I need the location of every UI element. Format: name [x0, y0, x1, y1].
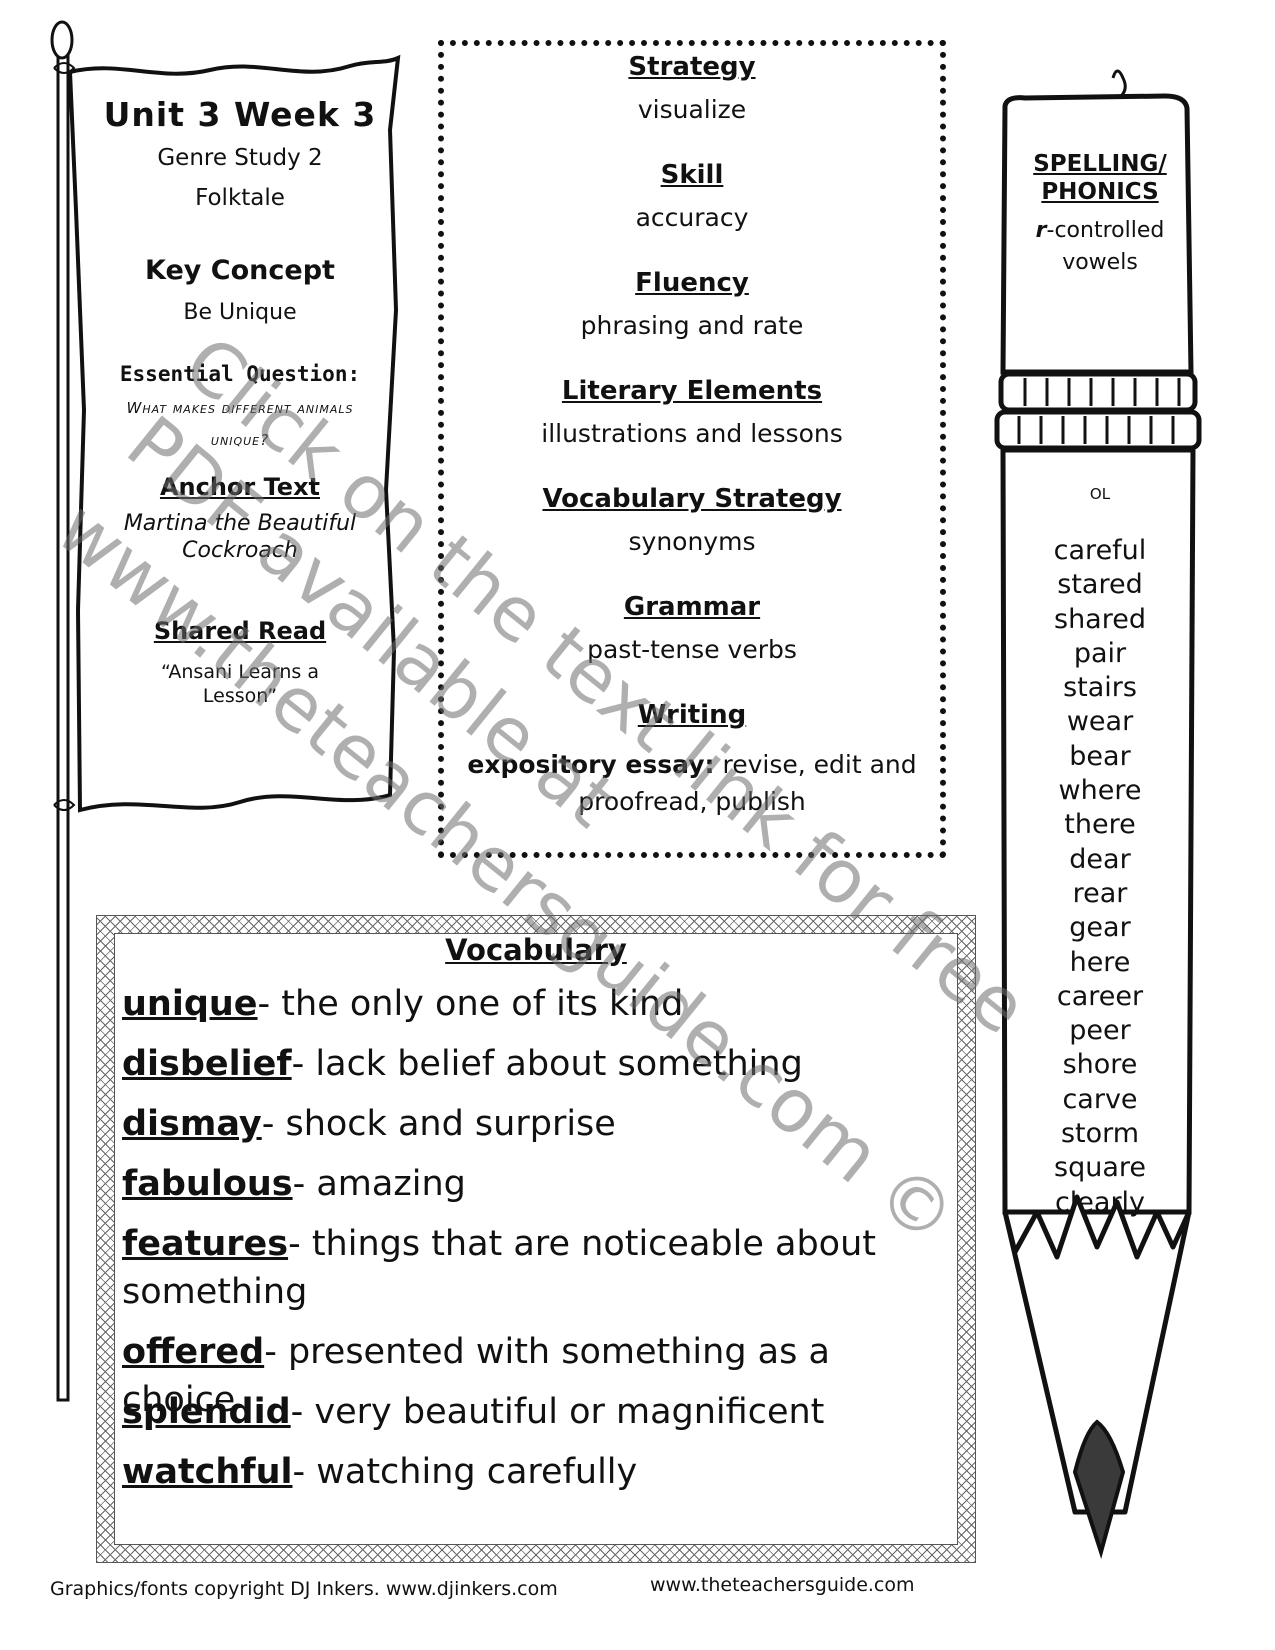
vocab-word: dismay — [122, 1104, 262, 1144]
key-concept-heading: Key Concept — [145, 255, 335, 286]
vocab-definition: - lack belief about something — [291, 1044, 803, 1084]
vocab-word: watchful — [122, 1452, 293, 1492]
spelling-word: wear — [1066, 706, 1134, 738]
vocab-word: disbelief — [122, 1044, 292, 1084]
spelling-word: rear — [1072, 877, 1128, 909]
essential-question-text: What makes different animals unique? — [126, 399, 354, 449]
grammar-value: past-tense verbs — [587, 635, 797, 664]
vocab-definition: - the only one of its kind — [257, 984, 684, 1024]
strategy-heading: Strategy — [628, 52, 756, 82]
vocab-entry: dismay- shock and surprise — [122, 1100, 952, 1148]
vocab-definition: - presented with something as a choice — [122, 1332, 830, 1420]
website-footer: www.theteachersguide.com — [650, 1574, 915, 1596]
writing-value: expository essay: revise, edit and proof… — [452, 746, 932, 820]
pencil-graphic — [994, 69, 1202, 1559]
fluency-heading: Fluency — [635, 268, 749, 298]
spelling-word: career — [1056, 980, 1144, 1012]
spelling-word: shared — [1054, 603, 1146, 635]
vocab-entry: fabulous- amazing — [122, 1160, 952, 1208]
grammar-heading: Grammar — [623, 592, 761, 622]
vocabulary-title: Vocabulary — [445, 933, 627, 967]
spelling-word: clearly — [1054, 1186, 1146, 1218]
strategy-value: visualize — [637, 95, 747, 124]
literary-elements-heading: Literary Elements — [561, 376, 823, 406]
spelling-word: peer — [1069, 1015, 1131, 1047]
vocab-entry: features- things that are noticeable abo… — [122, 1220, 952, 1316]
spelling-word: storm — [1060, 1118, 1140, 1150]
skill-heading: Skill — [660, 160, 724, 190]
vocab-entry: splendid- very beautiful or magnificent — [122, 1388, 952, 1436]
vocabulary-strategy-value: synonyms — [628, 527, 756, 556]
vocab-word: splendid — [122, 1392, 291, 1432]
writing-type: expository essay: — [467, 750, 715, 779]
vocab-definition: - things that are noticeable about somet… — [122, 1224, 876, 1312]
vocab-entry: offered- presented with something as a c… — [122, 1328, 952, 1424]
vocab-definition: - amazing — [292, 1164, 466, 1204]
vocab-word: features — [122, 1224, 289, 1264]
spelling-word: pair — [1073, 637, 1127, 669]
vocabulary-box — [114, 933, 958, 1545]
spelling-word: where — [1058, 775, 1142, 807]
copyright-footer: Graphics/fonts copyright DJ Inkers. www.… — [50, 1578, 558, 1600]
spelling-word: shore — [1062, 1049, 1138, 1081]
flag-banner-graphic — [50, 20, 401, 1402]
spelling-word-list: careful stared shared pair stairs wear b… — [1020, 534, 1180, 1220]
genre-label: Folktale — [195, 185, 285, 211]
essential-question-heading: Essential Question: — [119, 362, 361, 386]
spelling-word: here — [1069, 946, 1131, 978]
spelling-phonics-description: r-controlled vowels — [1005, 215, 1195, 279]
spelling-word: carve — [1062, 1083, 1138, 1115]
spelling-word: stairs — [1063, 672, 1137, 704]
anchor-text-heading: Anchor Text — [159, 473, 321, 501]
vocabulary-strategy-heading: Vocabulary Strategy — [542, 484, 842, 514]
writing-heading: Writing — [637, 700, 747, 730]
genre-study-label: Genre Study 2 — [157, 145, 323, 171]
skills-dotted-box — [438, 40, 946, 858]
unit-week-title: Unit 3 Week 3 — [103, 95, 377, 134]
phonics-letter: r — [1035, 218, 1047, 243]
spelling-word: careful — [1053, 535, 1147, 566]
spelling-word: dear — [1069, 843, 1131, 875]
shared-read-heading: Shared Read — [153, 617, 327, 645]
spelling-word: stared — [1057, 569, 1143, 601]
vocab-definition: - watching carefully — [292, 1452, 638, 1492]
vocab-word: offered — [122, 1332, 265, 1372]
skill-value: accuracy — [635, 203, 749, 232]
fluency-value: phrasing and rate — [580, 311, 804, 340]
vocab-entry: watchful- watching carefully — [122, 1448, 952, 1496]
vocab-word: fabulous — [122, 1164, 293, 1204]
writing-steps: revise, edit and proofread, publish — [578, 750, 917, 816]
vocab-definition: - shock and surprise — [261, 1104, 616, 1144]
spelling-word: gear — [1069, 912, 1131, 944]
vocab-word: unique — [122, 984, 258, 1024]
anchor-text-title: Martina the Beautiful Cockroach — [123, 511, 357, 563]
vocab-entry: unique- the only one of its kind — [122, 980, 952, 1028]
spelling-word: bear — [1069, 740, 1131, 772]
level-label: OL — [1089, 485, 1111, 503]
spelling-word: there — [1064, 809, 1136, 841]
key-concept-value: Be Unique — [183, 300, 297, 325]
phonics-rule: -controlled vowels — [1046, 218, 1165, 275]
shared-read-title: “Ansani Learns a Lesson” — [160, 661, 320, 707]
literary-elements-value: illustrations and lessons — [541, 419, 843, 448]
spelling-phonics-heading: SPELLING/ PHONICS — [1033, 151, 1167, 205]
spelling-word: square — [1054, 1152, 1146, 1184]
vocab-entry: disbelief- lack belief about something — [122, 1040, 952, 1088]
vocab-definition: - very beautiful or magnificent — [290, 1392, 825, 1432]
